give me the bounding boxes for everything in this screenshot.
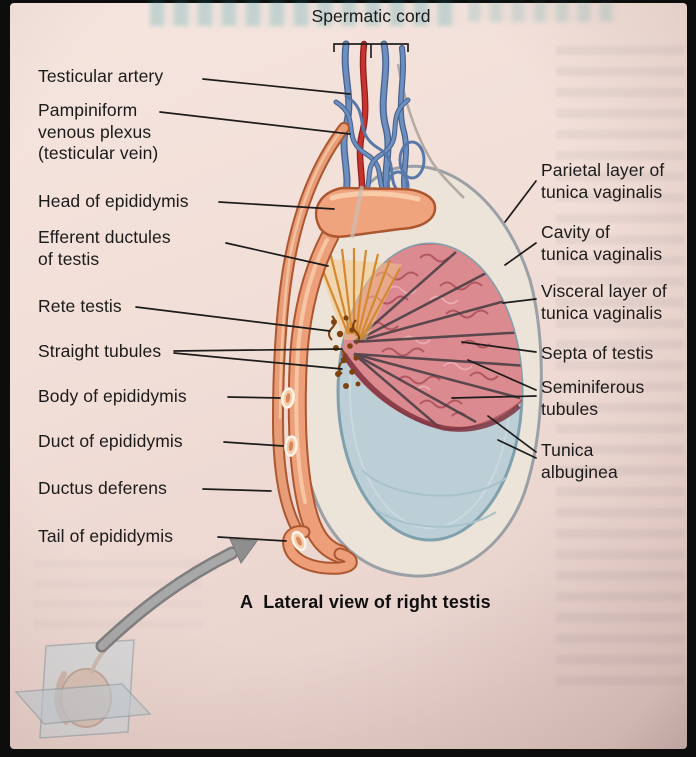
cut-ring-duct bbox=[284, 435, 298, 457]
lower-sac-wrinkles bbox=[361, 469, 507, 528]
label-pampiniform-plexus: Pampiniform venous plexus (testicular ve… bbox=[38, 100, 159, 163]
label-straight-tubules: Straight tubules bbox=[38, 341, 162, 361]
page-bleedthrough-right-column bbox=[556, 46, 684, 694]
orientation-inset bbox=[14, 639, 152, 739]
page-bleedthrough-title-2 bbox=[468, 2, 618, 22]
horizontal-plane bbox=[14, 683, 152, 725]
tubule-highlights bbox=[387, 285, 473, 391]
label-rete-testis: Rete testis bbox=[38, 296, 122, 316]
spermatic-cord-vessels bbox=[333, 40, 426, 206]
page-bleedthrough-title bbox=[150, 0, 462, 26]
figure-caption: A Lateral view of right testis bbox=[240, 592, 491, 613]
cut-ring-body bbox=[281, 387, 295, 409]
label-seminiferous-tubules: Seminiferous tubules bbox=[541, 377, 645, 419]
label-visceral-layer: Visceral layer of tunica vaginalis bbox=[541, 281, 667, 323]
label-tail-of-epididymis: Tail of epididymis bbox=[38, 526, 174, 546]
tunica-albuginea-cut-edge bbox=[341, 352, 521, 432]
epididymis-head bbox=[314, 186, 437, 238]
efferent-ductules-fan bbox=[316, 248, 402, 340]
label-cavity: Cavity of tunica vaginalis bbox=[541, 222, 663, 264]
rete-testis-cluster bbox=[328, 315, 361, 389]
label-septa-of-testis: Septa of testis bbox=[541, 343, 654, 363]
label-testicular-artery: Testicular artery bbox=[38, 66, 164, 86]
testicular-artery-vessel bbox=[356, 40, 369, 206]
leader-lines bbox=[135, 78, 537, 542]
figure-caption-text: Lateral view of right testis bbox=[263, 592, 491, 612]
spermatic-cord-bracket bbox=[333, 43, 409, 58]
pampiniform-plexus bbox=[333, 94, 426, 203]
label-spermatic-cord: Spermatic cord bbox=[311, 6, 431, 26]
figure-panel-letter: A bbox=[240, 592, 254, 612]
cut-ring-tail bbox=[291, 530, 307, 552]
ductus-deferens-tube bbox=[271, 122, 350, 540]
label-head-of-epididymis: Head of epididymis bbox=[38, 191, 189, 211]
inset-arrow bbox=[95, 538, 258, 653]
label-ductus-deferens: Ductus deferens bbox=[38, 478, 167, 498]
label-duct-of-epididymis: Duct of epididymis bbox=[38, 431, 183, 451]
label-body-of-epididymis: Body of epididymis bbox=[38, 386, 187, 406]
epididymis bbox=[281, 185, 437, 575]
label-efferent-ductules: Efferent ductules of testis bbox=[38, 227, 171, 269]
label-tunica-albuginea: Tunica albuginea bbox=[541, 440, 618, 482]
label-parietal-layer: Parietal layer of tunica vaginalis bbox=[541, 160, 665, 202]
